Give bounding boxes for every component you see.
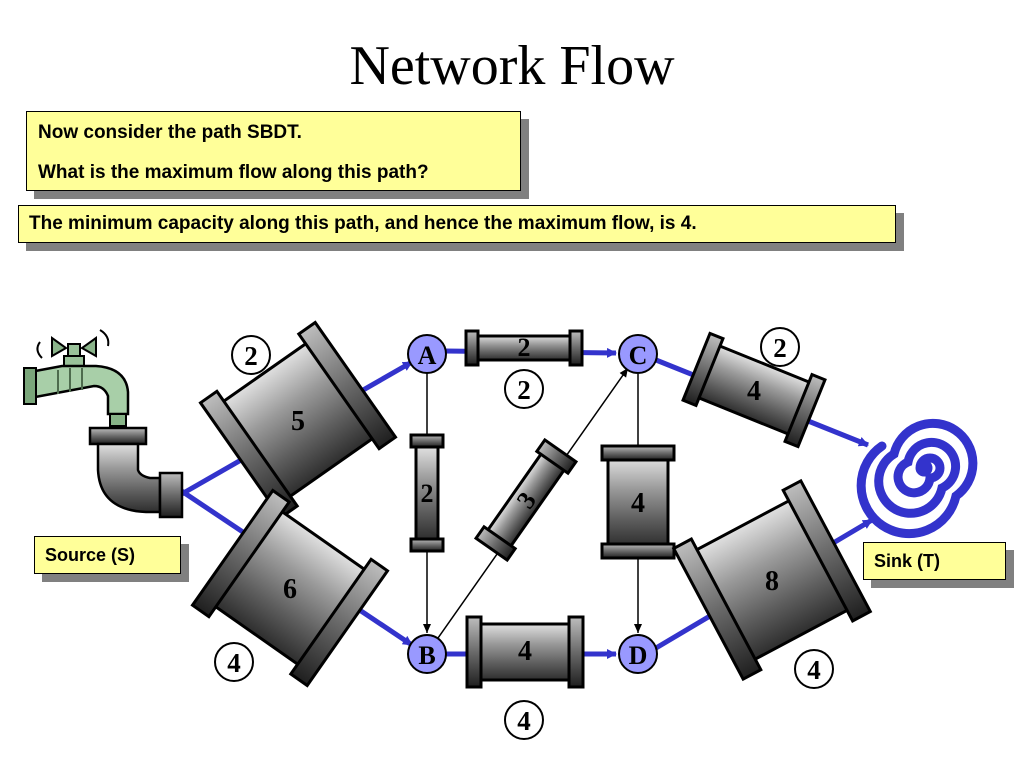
sink-label-text: Sink (T) (874, 551, 940, 571)
sink-spiral-icon (856, 413, 979, 539)
sink-label: Sink (T) (863, 542, 1006, 580)
node-a-label: A (418, 341, 437, 370)
question-line-1: Now consider the path SBDT. (38, 122, 302, 143)
flow-badge-s-a: 2 (231, 335, 271, 375)
flow-a-c: 2 (517, 375, 531, 405)
capacity-s-a: 5 (291, 406, 305, 437)
question-callout: Now consider the path SBDT. What is the … (26, 111, 521, 191)
flow-b-d: 4 (517, 706, 531, 736)
node-d: D (618, 634, 658, 674)
node-a: A (407, 334, 447, 374)
faucet-icon (23, 329, 184, 519)
pipe-c-t: 4 (681, 331, 827, 449)
flow-badge-d-t: 4 (794, 649, 834, 689)
node-b: B (407, 634, 447, 674)
capacity-a-c: 2 (518, 333, 531, 362)
pipe-s-b: 6 (190, 488, 390, 688)
capacity-d-t: 8 (765, 566, 779, 597)
capacity-s-b: 6 (283, 574, 297, 605)
flow-c-t: 2 (773, 333, 787, 363)
answer-callout: The minimum capacity along this path, an… (18, 205, 896, 243)
flow-s-a: 2 (244, 341, 258, 371)
flow-s-b: 4 (227, 648, 241, 678)
pipe-c-d: 4 (600, 444, 676, 560)
capacity-c-t: 4 (747, 376, 761, 407)
node-c: C (618, 334, 658, 374)
source-label-text: Source (S) (45, 545, 136, 565)
slide-title: Network Flow (349, 35, 675, 97)
node-b-label: B (418, 641, 435, 670)
flow-badge-a-c: 2 (504, 369, 544, 409)
flow-badge-c-t: 2 (760, 327, 800, 367)
pipe-a-b: 2 (409, 433, 445, 553)
pipe-a-c: 2 (464, 329, 584, 367)
node-c-label: C (629, 341, 648, 370)
flow-d-t: 4 (807, 655, 821, 685)
capacity-b-d: 4 (518, 636, 532, 667)
pipe-s-a: 5 (198, 320, 398, 520)
question-line-2: What is the maximum flow along this path… (38, 162, 429, 183)
capacity-c-d: 4 (631, 488, 645, 519)
pipe-b-d: 4 (465, 615, 585, 689)
capacity-a-b: 2 (421, 479, 434, 508)
pipes: 5 6 2 2 3 (190, 320, 873, 689)
pipe-b-c: 3 (473, 437, 579, 563)
source-label: Source (S) (34, 536, 181, 574)
flow-badges: 2 2 2 4 4 4 (214, 327, 834, 740)
flow-badge-s-b: 4 (214, 642, 254, 682)
answer-text: The minimum capacity along this path, an… (29, 213, 697, 234)
flow-badge-b-d: 4 (504, 700, 544, 740)
node-d-label: D (629, 641, 648, 670)
nodes: A B C D (407, 334, 658, 674)
pipe-d-t: 8 (671, 478, 873, 682)
